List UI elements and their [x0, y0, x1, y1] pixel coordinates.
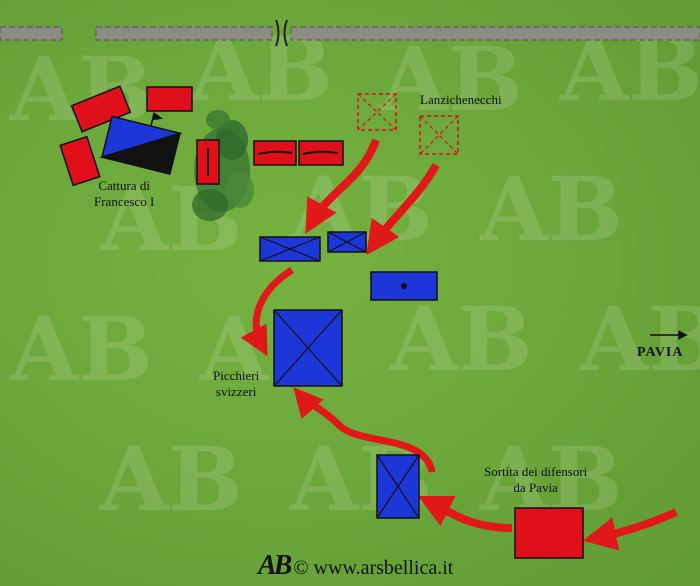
imperial-unit: [70, 85, 132, 133]
arrow-sortie-approach: [582, 508, 678, 551]
site-credit[interactable]: AB© www.arsbellica.it: [258, 550, 453, 582]
imperial-unit: [146, 86, 193, 112]
svg-text:AB: AB: [579, 287, 700, 391]
landsknecht-unit: [419, 115, 459, 155]
imperial-unit: [59, 135, 101, 187]
arrow-swiss-flank: [293, 387, 436, 473]
flag-icon: [152, 112, 164, 121]
svg-text:AB: AB: [379, 27, 523, 131]
label-pavia: PAVIA: [637, 345, 684, 360]
label-lanzichenecchi: Lanzichenecchi: [420, 92, 502, 107]
label-sortita: Sortita dei difensori da Pavia: [484, 464, 588, 495]
credit-text: © www.arsbellica.it: [293, 557, 454, 579]
arrow-swiss-retreat: [240, 267, 294, 357]
lanzichenecchi-units: [357, 93, 459, 155]
movement-arrows: [240, 138, 678, 551]
arrow-lanz-right: [366, 163, 440, 256]
svg-text:AB: AB: [479, 157, 623, 261]
francesco-unit: [99, 112, 183, 175]
park-wall: [0, 19, 700, 47]
imperial-units: [59, 85, 344, 187]
wall-breach-icon: [275, 19, 288, 47]
label-picchieri: Picchieri svizzeri: [213, 368, 260, 399]
pavia-garrison-unit: [514, 507, 584, 559]
svg-text:AB: AB: [99, 427, 243, 531]
svg-text:AB: AB: [389, 287, 533, 391]
landsknecht-unit: [357, 93, 397, 131]
arrow-sortie: [417, 495, 513, 532]
svg-text:AB: AB: [9, 297, 153, 401]
arrow-lanz-left: [305, 138, 380, 234]
arsbellica-logo: AB: [258, 550, 292, 581]
label-cattura: Cattura di Francesco I: [94, 178, 155, 209]
french-units: [259, 231, 438, 519]
